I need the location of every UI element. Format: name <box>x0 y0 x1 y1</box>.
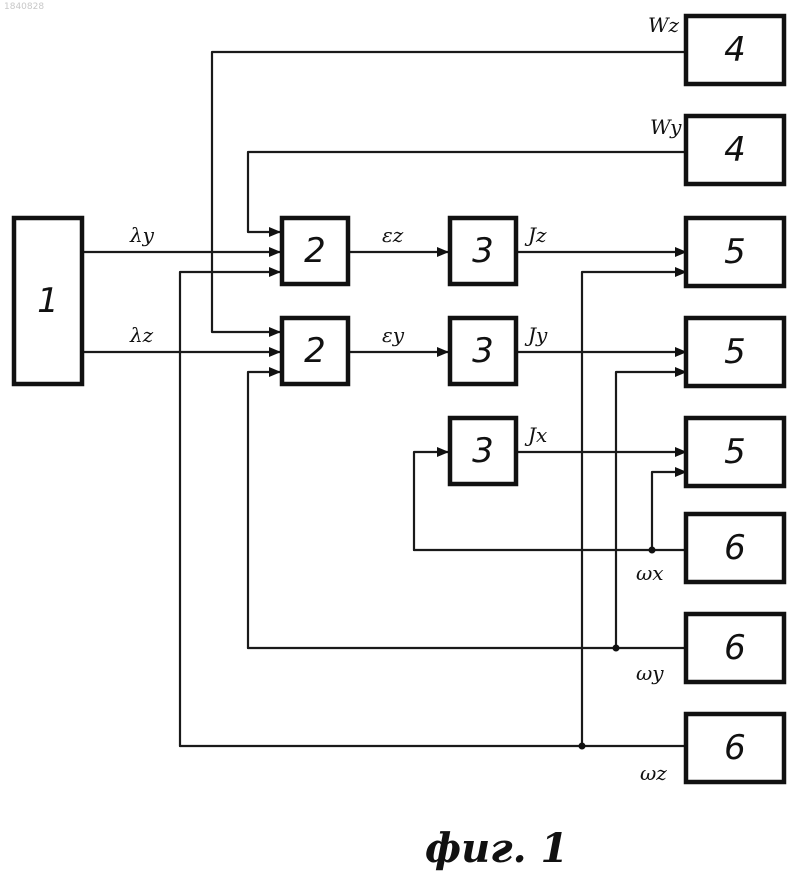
block-2-upper: 2 <box>282 218 348 284</box>
block-3-y: 3 <box>450 318 516 384</box>
label-omega-y: ωy <box>636 661 664 685</box>
block-4-y: 4 <box>686 116 784 184</box>
label-lambda-y: λy <box>129 223 155 247</box>
wire-omega-z-to-5 <box>582 272 686 746</box>
svg-text:6: 6 <box>724 528 746 568</box>
svg-text:4: 4 <box>724 30 746 70</box>
block-6-x: 6 <box>686 514 784 582</box>
label-omega-z: ωz <box>640 761 667 785</box>
wire-omega-x-to-5 <box>652 472 686 550</box>
block-6-z: 6 <box>686 714 784 782</box>
svg-text:2: 2 <box>304 231 326 271</box>
label-j-y: Jy <box>524 323 548 347</box>
svg-text:5: 5 <box>724 332 746 372</box>
block-2-lower: 2 <box>282 318 348 384</box>
svg-text:3: 3 <box>472 431 494 471</box>
block-5-z: 5 <box>686 218 784 286</box>
label-w-z: Wz <box>648 13 680 37</box>
label-lambda-z: λz <box>129 323 154 347</box>
block-5-y: 5 <box>686 318 784 386</box>
wire-w-z <box>212 52 686 332</box>
figure-caption: фиг. 1 <box>425 825 568 872</box>
junction-dot <box>613 645 620 652</box>
label-j-x: Jx <box>524 423 547 447</box>
svg-text:3: 3 <box>472 231 494 271</box>
label-w-y: Wy <box>650 115 682 139</box>
svg-text:3: 3 <box>472 331 494 371</box>
label-eps-y: εy <box>382 323 405 347</box>
document-number: 1840828 <box>4 2 44 12</box>
svg-text:6: 6 <box>724 628 746 668</box>
junction-dot <box>579 743 586 750</box>
block-1: 1 <box>14 218 82 384</box>
svg-text:4: 4 <box>724 130 746 170</box>
block-5-x: 5 <box>686 418 784 486</box>
wire-omega-y-to-2 <box>248 372 280 648</box>
label-eps-z: εz <box>382 223 404 247</box>
svg-text:5: 5 <box>724 432 746 472</box>
junction-dot <box>649 547 656 554</box>
label-j-z: Jz <box>524 223 547 247</box>
svg-text:1: 1 <box>37 281 59 321</box>
svg-text:6: 6 <box>724 728 746 768</box>
wire-omega-z-to-2 <box>180 272 280 746</box>
block-4-z: 4 <box>686 16 784 84</box>
block-3-x: 3 <box>450 418 516 484</box>
label-omega-x: ωx <box>636 561 664 585</box>
block-3-z: 3 <box>450 218 516 284</box>
svg-text:5: 5 <box>724 232 746 272</box>
wire-omega-x-to-3 <box>414 452 448 550</box>
svg-text:2: 2 <box>304 331 326 371</box>
block-6-y: 6 <box>686 614 784 682</box>
